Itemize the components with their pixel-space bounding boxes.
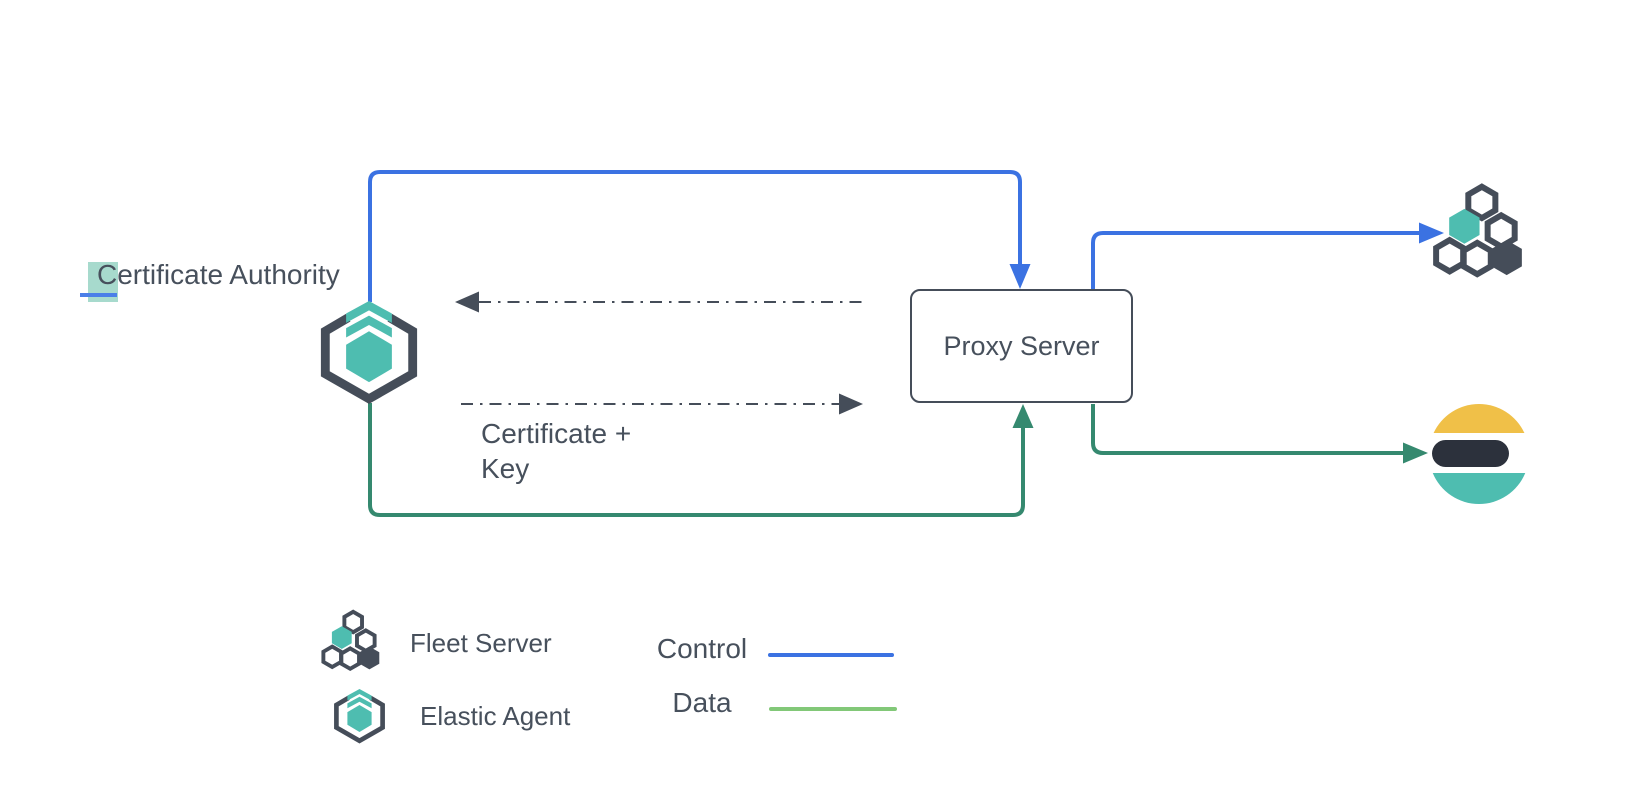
control-connector-agent-to-proxy bbox=[368, 170, 1031, 302]
arrowhead-right-icon bbox=[1403, 442, 1428, 464]
certificate-key-label: Certificate + Key bbox=[481, 416, 631, 486]
legend-elastic-agent-icon bbox=[332, 688, 387, 744]
arrowhead-right-icon bbox=[839, 393, 863, 415]
fleet-server-icon bbox=[1434, 184, 1526, 276]
elastic-agent-icon bbox=[317, 300, 421, 404]
certificate-key-line2: Key bbox=[481, 453, 530, 484]
arrowhead-up-icon bbox=[1012, 404, 1034, 428]
proxy-server-label: Proxy Server bbox=[943, 330, 1100, 361]
elasticsearch-icon bbox=[1432, 403, 1526, 505]
data-connector-proxy-to-elasticsearch bbox=[1091, 404, 1428, 464]
certificate-authority-selected-char: C bbox=[97, 259, 118, 290]
legend-elastic-agent-label: Elastic Agent bbox=[420, 701, 571, 731]
certificate-key-line1: Certificate + bbox=[481, 418, 632, 449]
legend-data-line bbox=[769, 707, 897, 711]
certificate-authority-rest-text: ertificate Authority bbox=[117, 259, 340, 290]
proxy-server-node: Proxy Server bbox=[910, 289, 1133, 403]
text-cursor-underline bbox=[80, 293, 117, 297]
legend-data-label: Data bbox=[672, 687, 732, 718]
legend-control-line bbox=[768, 653, 894, 657]
arrowhead-left-icon bbox=[455, 291, 479, 313]
arrowhead-right-icon bbox=[1419, 222, 1444, 244]
certificate-key-connector-to-proxy bbox=[461, 393, 863, 415]
legend-fleet-server-label: Fleet Server bbox=[410, 628, 552, 658]
certificate-key-connector-to-agent bbox=[455, 291, 863, 313]
legend-fleet-server-icon bbox=[321, 609, 382, 672]
certificate-authority-label: Certificate Authority bbox=[97, 258, 340, 292]
certificate-authority-label-group: Certificate Authority bbox=[80, 255, 410, 307]
control-connector-proxy-to-fleet-server bbox=[1091, 222, 1444, 289]
arrowhead-down-icon bbox=[1009, 264, 1031, 289]
data-connector-agent-to-proxy bbox=[368, 403, 1034, 517]
legend-control-label: Control bbox=[656, 633, 748, 664]
